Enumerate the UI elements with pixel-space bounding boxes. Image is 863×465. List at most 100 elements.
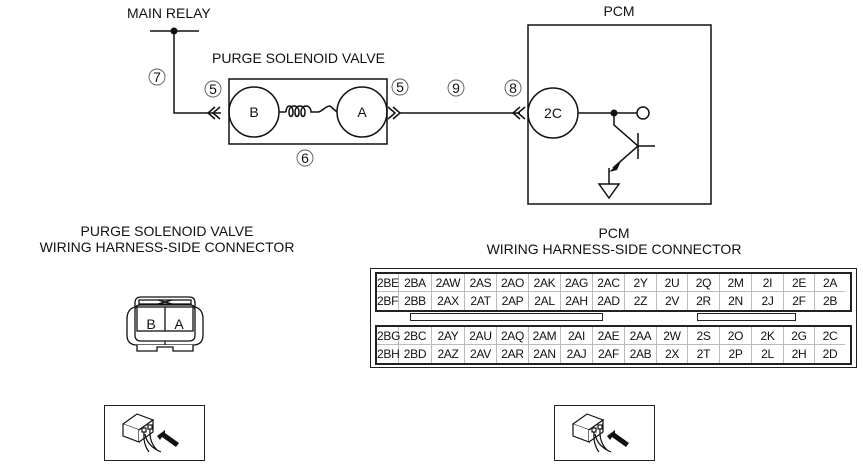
pcm-harness-view-box bbox=[554, 405, 655, 461]
pcm-pin-cell: 2B bbox=[822, 294, 838, 308]
pcm-pin-cell: 2AS bbox=[465, 274, 497, 292]
callout-9: 9 bbox=[452, 80, 460, 96]
terminal-2c-label: 2C bbox=[544, 105, 562, 121]
pcm-connector-chevron-1 bbox=[511, 106, 521, 120]
callout-5-left-circle bbox=[204, 80, 222, 98]
pcm-pin-cell: 2V bbox=[657, 292, 688, 310]
wiring-schematic bbox=[148, 24, 712, 205]
pcm-pin-cell: 2AQ bbox=[497, 327, 529, 345]
pcm-pin-cell: 2AU bbox=[465, 327, 497, 345]
pcm-pin-cell: 2AK bbox=[529, 274, 561, 292]
pcm-pin-cell: 2BE bbox=[377, 274, 399, 292]
pcm-pin-cell: 2R bbox=[688, 292, 720, 310]
pcm-connector-title-line2: WIRING HARNESS-SIDE CONNECTOR bbox=[486, 241, 742, 257]
pcm-pin-cell: 2H bbox=[784, 345, 815, 363]
pcm-pin-cell: 2BB bbox=[399, 292, 432, 310]
solenoid-coil-icon bbox=[279, 105, 338, 118]
pcm-pin-cell: 2AP bbox=[497, 292, 529, 310]
main-relay-label: MAIN RELAY bbox=[127, 5, 211, 21]
main-relay-junction-dot bbox=[170, 27, 178, 35]
pcm-pin-cell: 2AC bbox=[593, 274, 625, 292]
pcm-pin-cell: 2AT bbox=[465, 292, 497, 310]
pcm-pin-cell: 2Z bbox=[625, 292, 657, 310]
pcm-pin-cell: 2W bbox=[657, 327, 688, 345]
pcm-pin-cell: 2D bbox=[822, 347, 838, 361]
purge-connector-title-line2: WIRING HARNESS-SIDE CONNECTOR bbox=[39, 239, 295, 255]
terminal-a-label: A bbox=[357, 104, 367, 120]
pcm-pin-cell: 2T bbox=[688, 345, 720, 363]
pcm-pin-cell: 2AF bbox=[593, 345, 625, 363]
callout-6: 6 bbox=[301, 150, 309, 166]
connector-chevron-right-1 bbox=[387, 106, 397, 120]
pcm-output-terminal-icon bbox=[636, 106, 650, 120]
callout-8-circle bbox=[504, 79, 522, 97]
pcm-pin-cell: 2BG bbox=[377, 327, 401, 345]
purge-harness-view-box bbox=[104, 405, 205, 461]
callout-8: 8 bbox=[509, 80, 517, 96]
pcm-pin-cell: 2AZ bbox=[432, 345, 465, 363]
pcm-pin-cell: 2AI bbox=[561, 327, 593, 345]
terminal-b-label: B bbox=[249, 104, 259, 120]
callout-9-circle bbox=[447, 79, 465, 97]
pcm-pin-cell: 2J bbox=[752, 292, 784, 310]
transistor-collector bbox=[613, 113, 639, 147]
pcm-pin-cell: 2M bbox=[720, 274, 752, 292]
pcm-pin-cell: 2E bbox=[784, 274, 815, 292]
pcm-label: PCM bbox=[603, 3, 635, 19]
callout-7: 7 bbox=[153, 69, 161, 85]
pcm-pin-cell: 2N bbox=[720, 292, 752, 310]
purge-connector-pin-b: B bbox=[146, 316, 156, 332]
pcm-pin-cell: 2O bbox=[720, 327, 752, 345]
pcm-pin-cell: 2AX bbox=[432, 292, 465, 310]
pcm-pin-cell: 2G bbox=[784, 327, 815, 345]
pcm-pin-cell: 2C bbox=[815, 327, 845, 345]
pcm-pin-cell: 2X bbox=[657, 345, 688, 363]
pcm-pin-cell: 2U bbox=[657, 274, 688, 292]
harness-side-view-icon bbox=[121, 413, 179, 453]
pcm-pin-cell: 2AR bbox=[497, 345, 529, 363]
purge-connector-title-line1: PURGE SOLENOID VALVE bbox=[80, 223, 254, 239]
pcm-junction-dot bbox=[610, 109, 618, 117]
pcm-pin-cell: 2AH bbox=[561, 292, 593, 310]
pcm-pin-cell: 2AL bbox=[529, 292, 561, 310]
wire-relay-to-valve-b bbox=[173, 31, 221, 114]
pcm-pin-cell: 2AB bbox=[625, 345, 657, 363]
pcm-pin-cell: 2AE bbox=[593, 327, 625, 345]
arrow-icon bbox=[157, 430, 179, 447]
pcm-pin-cell: 2P bbox=[720, 345, 752, 363]
pcm-connector-chevron-2 bbox=[516, 106, 526, 120]
pcm-pin-cell: 2BF bbox=[377, 292, 399, 310]
pcm-pin-cell: 2AJ bbox=[561, 345, 593, 363]
pcm-pin-cell: 2K bbox=[752, 327, 784, 345]
pcm-pin-cell: 2AW bbox=[432, 274, 465, 292]
pcm-pin-cell: 2AN bbox=[529, 345, 561, 363]
pcm-pin-cell: 2BD bbox=[399, 345, 432, 363]
harness-side-view-icon bbox=[571, 413, 629, 453]
pcm-pin-cell: 2AY bbox=[432, 327, 465, 345]
transistor-emitter-arrow-icon bbox=[609, 161, 621, 172]
pcm-pin-cell: 2F bbox=[784, 292, 815, 310]
transistor-emitter bbox=[612, 145, 639, 169]
pcm-connector-title-line1: PCM bbox=[598, 225, 630, 241]
pcm-pin-cell: 2BC bbox=[399, 327, 432, 345]
ground-icon bbox=[597, 183, 621, 200]
callout-7-circle bbox=[148, 68, 166, 86]
arrow-icon bbox=[607, 430, 629, 447]
pcm-latch-right bbox=[697, 313, 796, 321]
purge-connector-face bbox=[126, 296, 204, 352]
pcm-latch-left bbox=[410, 313, 603, 321]
pcm-pin-cell: 2L bbox=[752, 345, 784, 363]
pcm-pin-cell: 2I bbox=[752, 274, 784, 292]
purge-connector-pin-a: A bbox=[174, 316, 184, 332]
pcm-pin-cell: 2A bbox=[815, 274, 845, 292]
pcm-pin-cell: 2AG bbox=[561, 274, 593, 292]
pcm-pin-cell: 2AO bbox=[497, 274, 529, 292]
pcm-pin-cell: 2Y bbox=[625, 274, 657, 292]
callout-5-right-circle bbox=[391, 78, 409, 96]
callout-5-right: 5 bbox=[396, 79, 404, 95]
pcm-pin-cell: 2BA bbox=[399, 274, 432, 292]
pcm-pin-cell: 2S bbox=[688, 327, 720, 345]
